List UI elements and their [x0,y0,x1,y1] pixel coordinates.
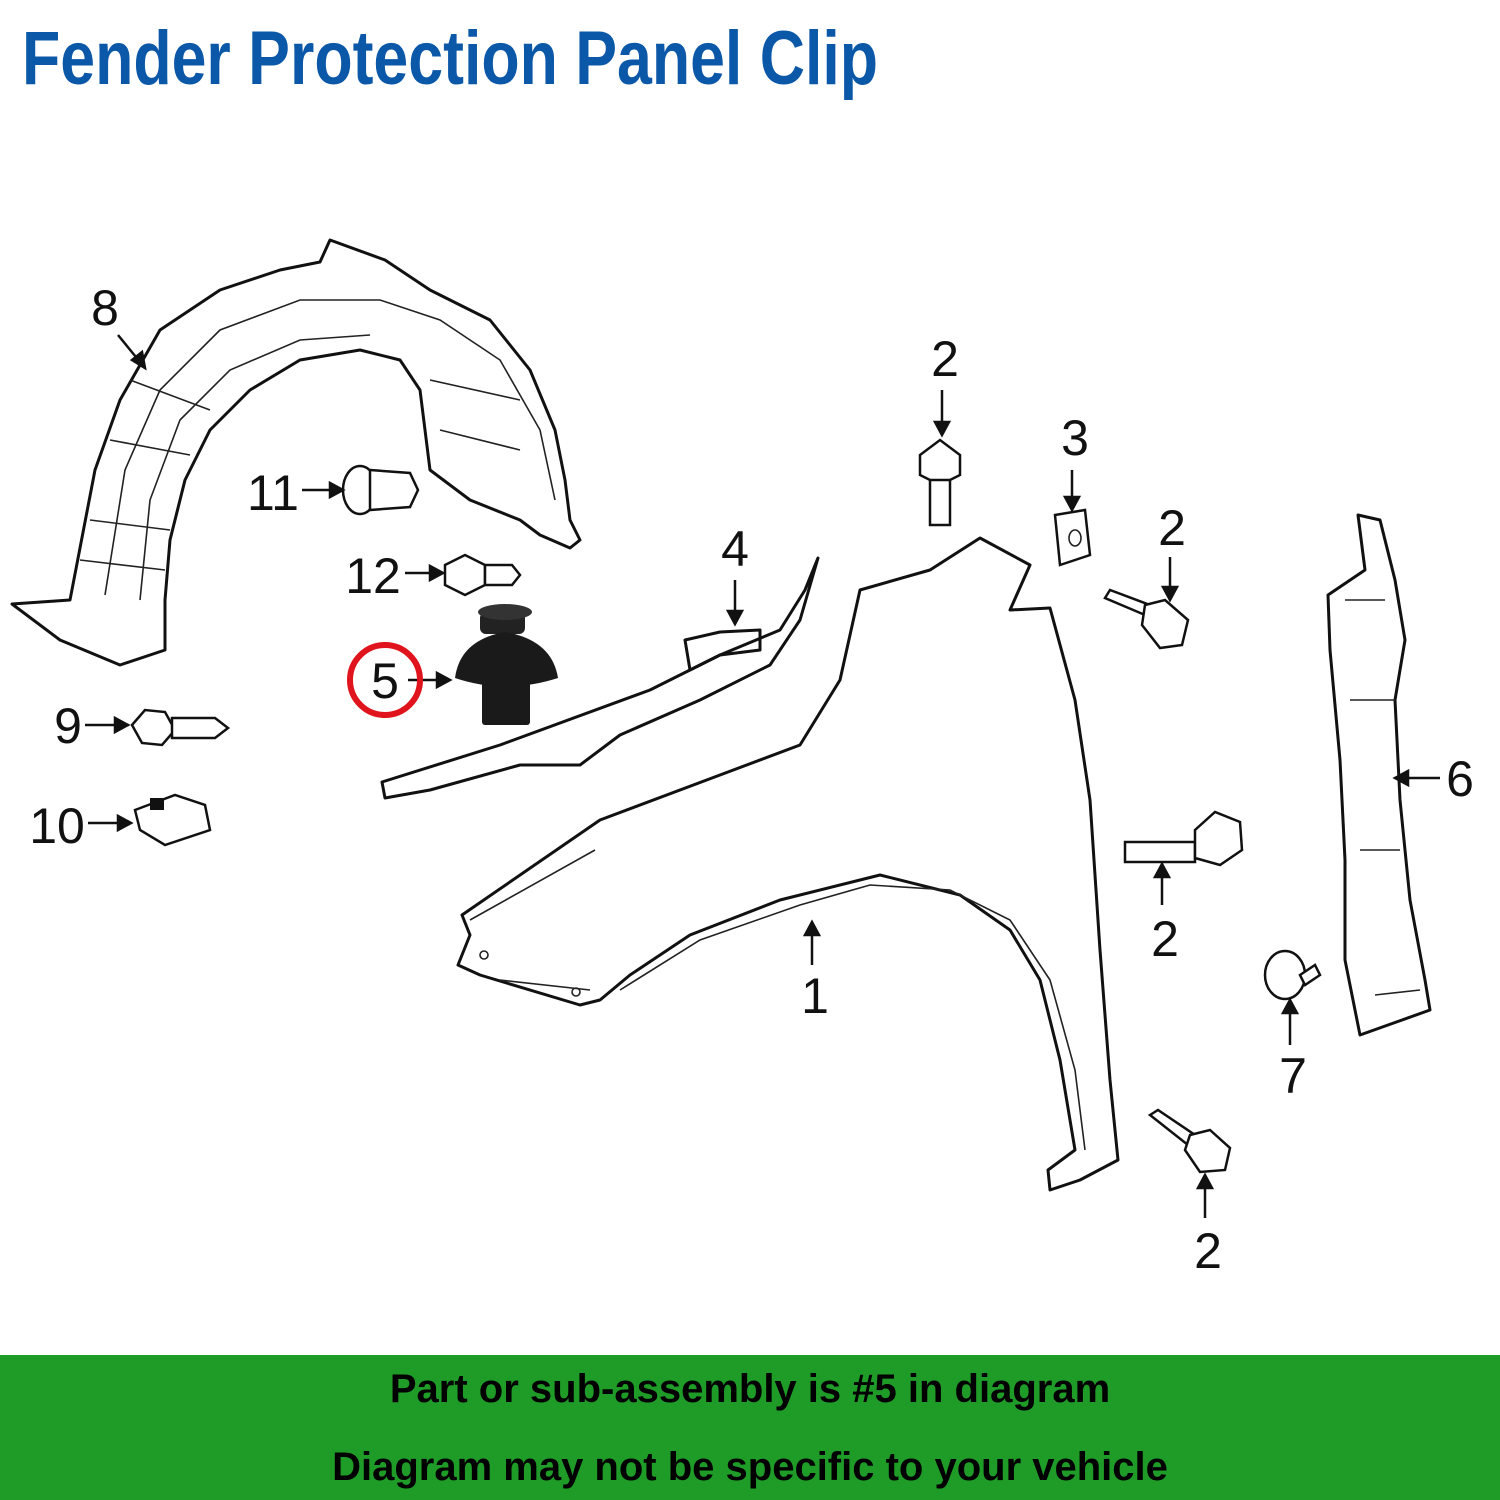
fender-part [456,536,1120,1192]
banner-disclaimer: Diagram may not be specific to your vehi… [332,1445,1168,1489]
callout-8: 8 [91,280,119,336]
callout-1: 1 [801,968,829,1024]
parts-diagram: 8 11 12 5 9 10 4 2 3 2 6 2 1 7 2 [10,238,1474,1279]
callout-10: 10 [29,798,85,854]
bracket-part [1326,513,1432,1037]
seal-part [380,556,820,800]
callout-2-right-upper: 2 [1158,500,1186,556]
bolt-right-middle-part [1123,810,1244,867]
callout-3: 3 [1061,410,1089,466]
leader-arrows [85,334,1440,1218]
callout-7: 7 [1279,1048,1307,1104]
screw-part [130,708,231,747]
clip-part [455,604,558,725]
callout-2-right-middle: 2 [1151,911,1179,967]
retainer-part [443,553,522,597]
speed-nut-part [133,793,212,847]
bolt-top-part [918,438,962,527]
callout-12: 12 [345,548,401,604]
callout-9: 9 [54,698,82,754]
bolt-bottom-part [1147,1108,1232,1174]
highlight-circle [347,642,423,718]
info-banner: Part or sub-assembly is #5 in diagram Di… [0,1355,1500,1500]
plug-part [1263,949,1322,1001]
fender-liner-part [10,238,582,667]
bolt-right-upper-part [1103,588,1190,650]
page-title: Fender Protection Panel Clip [22,16,878,101]
grommet-part [341,464,420,516]
callout-11: 11 [247,465,299,521]
callout-4: 4 [721,521,749,577]
callout-5: 5 [371,653,399,709]
title-area: Fender Protection Panel Clip [22,16,878,101]
callout-2-top: 2 [931,331,959,387]
nut-part [1053,508,1092,567]
callout-6: 6 [1446,751,1474,807]
callout-2-bottom: 2 [1194,1223,1222,1279]
banner-part-note: Part or sub-assembly is #5 in diagram [389,1367,1111,1411]
